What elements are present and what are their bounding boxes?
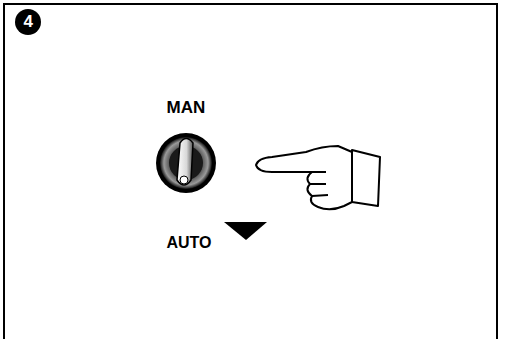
frame <box>4 4 497 339</box>
step-number: 4 <box>24 12 33 32</box>
step-badge <box>15 9 41 35</box>
direction-arrow <box>224 222 267 240</box>
toggle-switch <box>156 133 216 193</box>
switch-position-label: MAN <box>167 98 206 118</box>
pointing-hand <box>256 146 380 209</box>
switch-position-label: AUTO <box>167 234 212 252</box>
